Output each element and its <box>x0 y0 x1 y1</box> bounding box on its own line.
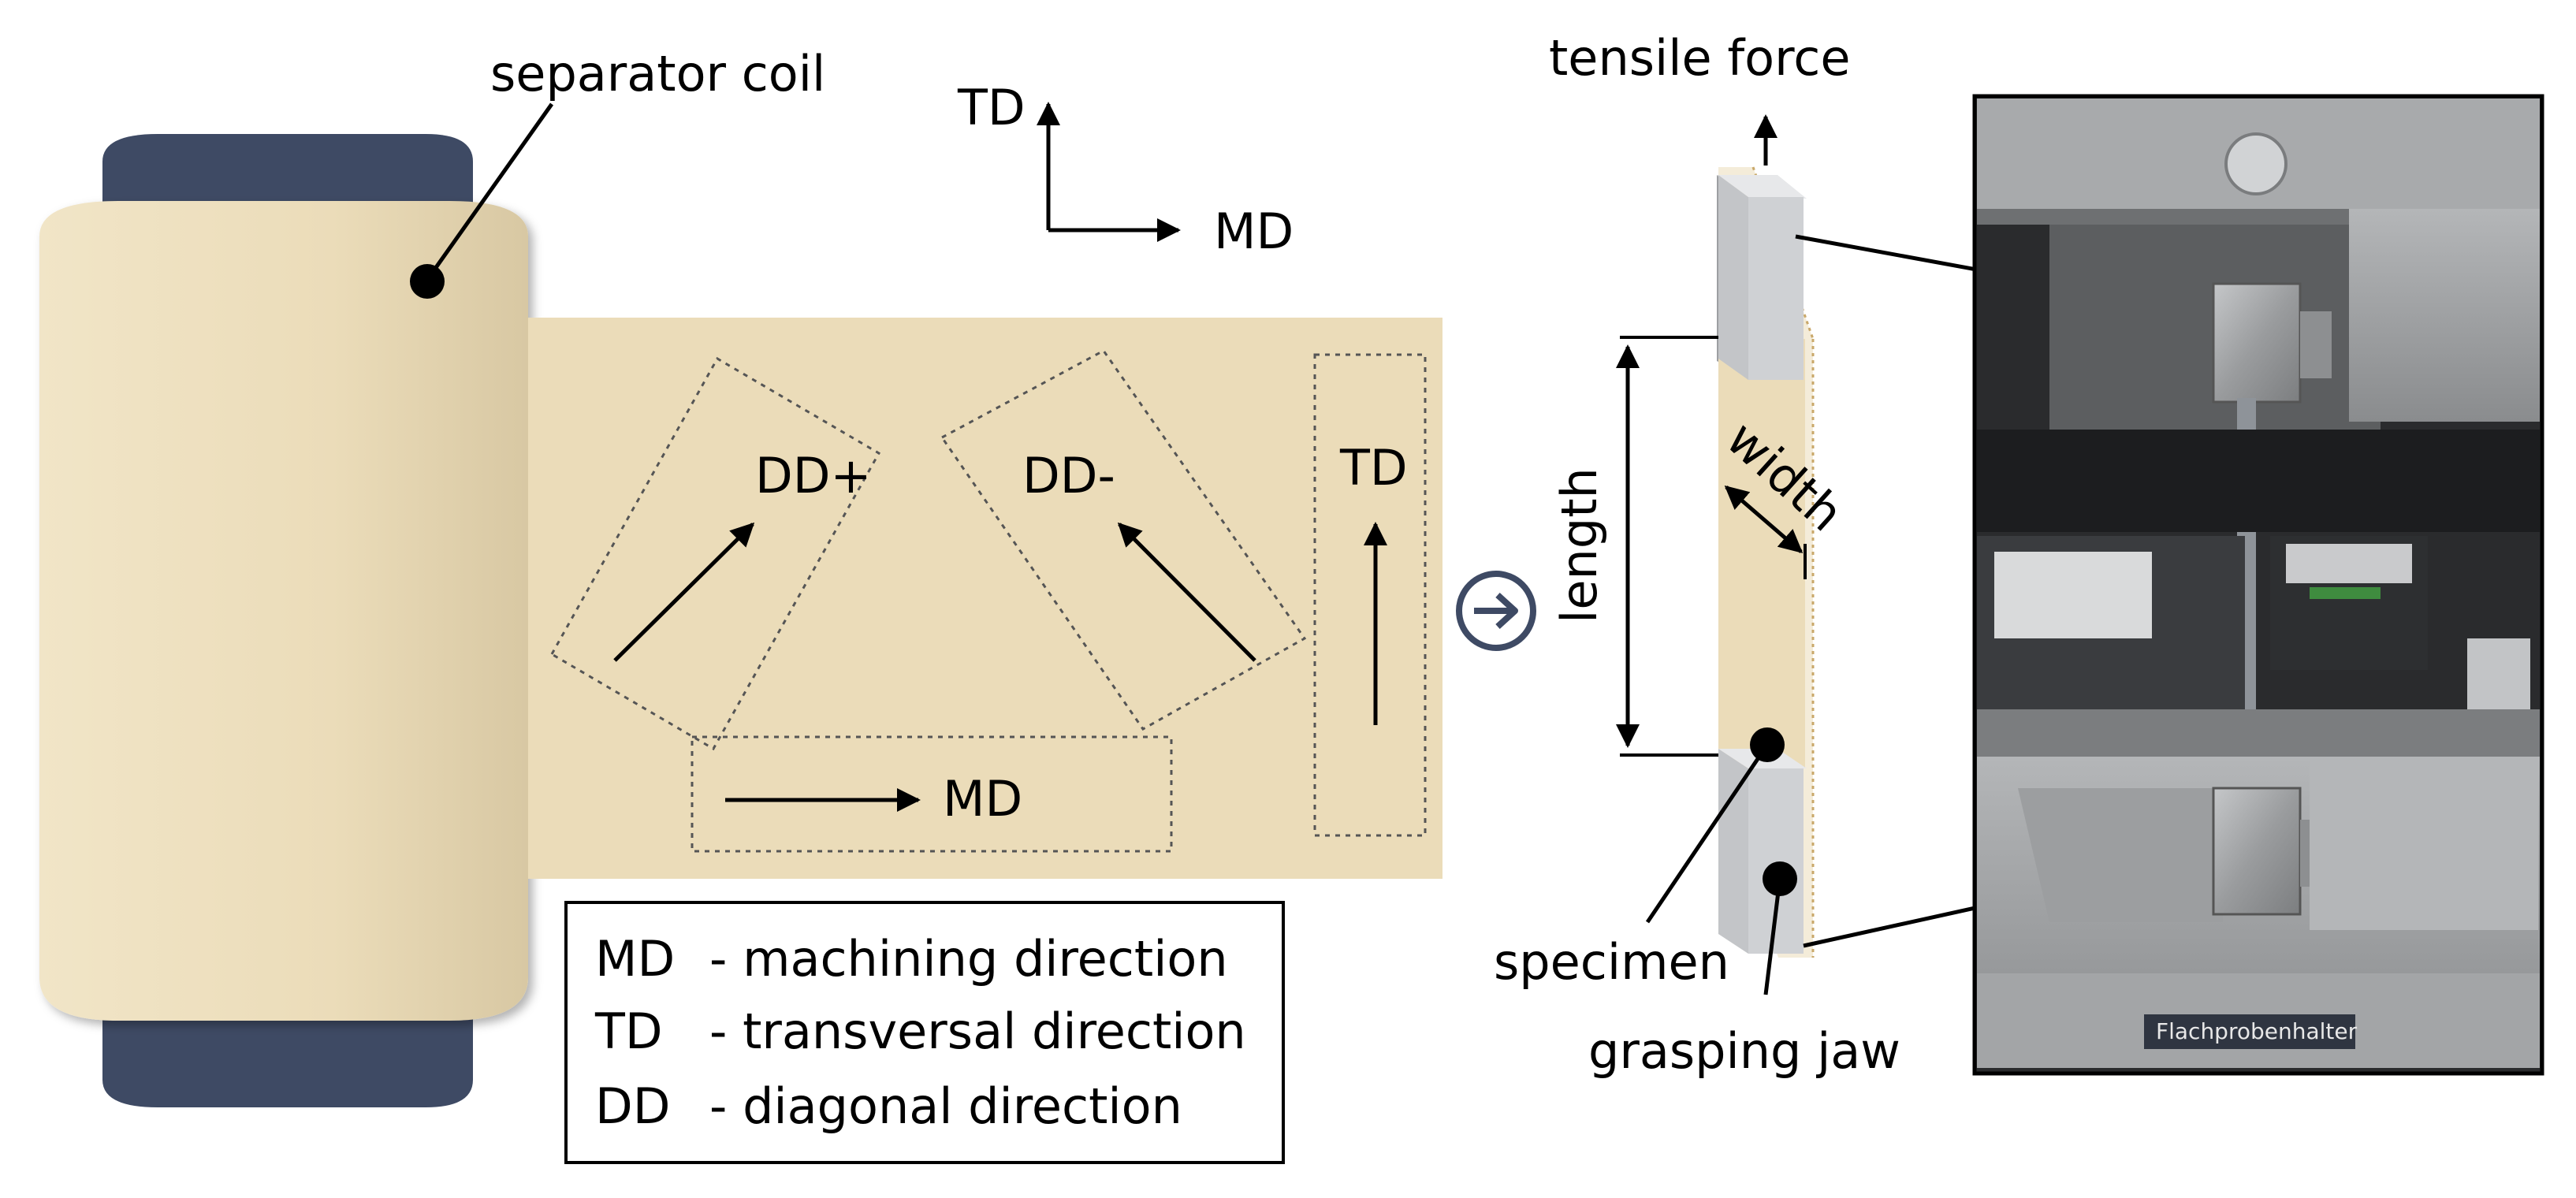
axis-indicator: TD MD <box>957 79 1294 260</box>
separator-coil-leader <box>425 102 554 281</box>
length-dimension: length <box>1550 336 1718 757</box>
legend-td-abbr: TD <box>594 1003 663 1060</box>
top-jaw-front <box>1718 175 1807 380</box>
specimen-label: specimen <box>1494 933 1729 991</box>
axis-md-label: MD <box>1214 203 1294 260</box>
strip-td-label: TD <box>1339 439 1408 497</box>
legend-dd-text: - diagonal direction <box>709 1077 1182 1135</box>
separator-coil-dot <box>410 264 445 299</box>
legend-md-abbr: MD <box>595 930 675 988</box>
legend-box: MD - machining direction TD - transversa… <box>564 901 1285 1164</box>
legend-md-text: - machining direction <box>709 930 1228 988</box>
separator-coil <box>39 134 528 1107</box>
strip-dd-minus-label: DD- <box>1022 447 1115 504</box>
strip-dd-minus: DD- <box>940 349 1307 731</box>
strip-md: MD <box>691 735 1173 853</box>
separator-coil-label: separator coil <box>490 45 825 102</box>
strip-dd-plus: DD+ <box>549 356 881 751</box>
coil-roll <box>39 201 528 1021</box>
testing-machine-photo: Flachprobenhalter <box>1972 94 2544 1076</box>
grasping-jaw-leader <box>1763 878 1782 995</box>
arrow-right-circle-icon <box>1456 571 1536 651</box>
length-label: length <box>1550 467 1608 623</box>
legend-dd-abbr: DD <box>595 1077 670 1135</box>
axis-td-label: TD <box>957 79 1026 136</box>
specimen-leader <box>1645 743 1770 924</box>
strip-td: TD <box>1313 353 1427 837</box>
tensile-force-label: tensile force <box>1549 29 1850 87</box>
bottom-grasping-jaw <box>1718 749 1807 954</box>
holder-plate-label: Flachprobenhalter <box>2156 1018 2358 1044</box>
strip-dd-plus-label: DD+ <box>755 447 871 504</box>
strip-md-label: MD <box>943 770 1022 828</box>
grasping-jaw-label: grasping jaw <box>1588 1022 1900 1080</box>
legend-td-text: - transversal direction <box>709 1003 1246 1060</box>
